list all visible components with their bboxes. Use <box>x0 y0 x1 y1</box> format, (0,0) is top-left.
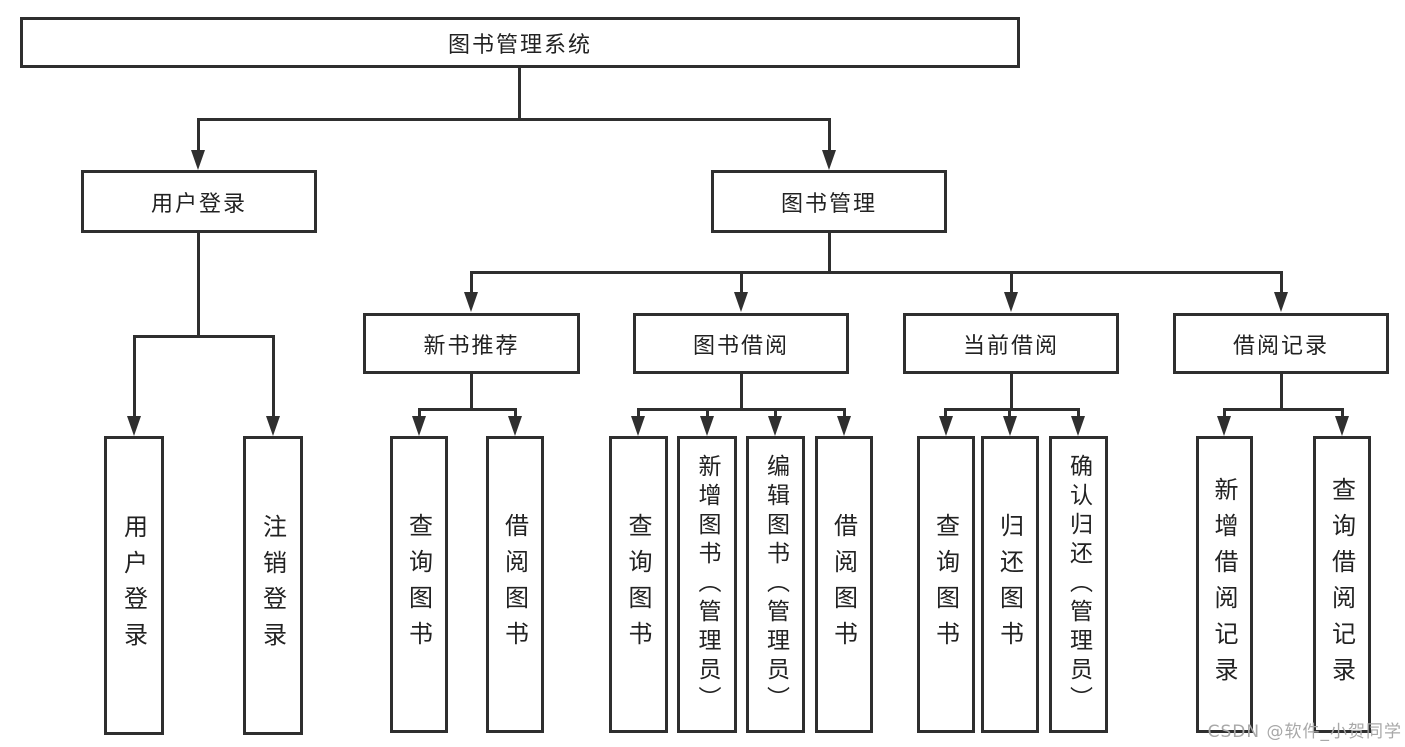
node-borrow-records-label: 借阅记录 <box>1232 333 1329 359</box>
csdn-watermark: CSDN @软件_小贺同学 <box>1207 722 1402 742</box>
connector-line <box>637 408 846 411</box>
node-user-login-label: 用户登录 <box>150 191 247 217</box>
connector-line <box>1010 271 1013 292</box>
node-leaf-query-books-1-label: 查询图书 <box>404 512 433 657</box>
arrowhead-down-icon <box>939 416 953 436</box>
connector-line <box>740 271 743 292</box>
node-leaf-return-book-label: 归还图书 <box>995 512 1024 657</box>
connector-line <box>418 408 517 411</box>
connector-line <box>1010 374 1013 408</box>
node-leaf-return-book: 归还图书 <box>981 436 1039 733</box>
arrowhead-down-icon <box>191 150 205 170</box>
arrowhead-down-icon <box>266 416 280 436</box>
node-leaf-query-books-3-label: 查询图书 <box>931 512 960 657</box>
node-leaf-add-borrow-record-label: 新增借阅记录 <box>1210 476 1238 693</box>
connector-line <box>637 408 640 416</box>
arrowhead-down-icon <box>1071 416 1085 436</box>
connector-line <box>944 408 947 416</box>
node-user-login: 用户登录 <box>81 170 317 233</box>
node-book-borrow-label: 图书借阅 <box>692 333 789 359</box>
connector-line <box>1008 408 1011 416</box>
connector-line <box>470 271 1283 274</box>
node-book-management-label: 图书管理 <box>780 191 877 217</box>
node-leaf-query-books-1: 查询图书 <box>390 436 448 733</box>
connector-line <box>1223 408 1226 416</box>
connector-line <box>1223 408 1344 411</box>
node-leaf-query-books-2-label: 查询图书 <box>624 512 652 657</box>
node-leaf-borrow-books-1: 借阅图书 <box>486 436 544 733</box>
arrowhead-down-icon <box>631 416 645 436</box>
node-leaf-add-borrow-record: 新增借阅记录 <box>1196 436 1253 733</box>
node-leaf-add-book-admin: 新增图书（管理员） <box>677 436 737 733</box>
node-new-book-recommend: 新书推荐 <box>363 313 580 374</box>
node-leaf-logout: 注销登录 <box>243 436 303 735</box>
node-leaf-edit-book-admin-label: 编辑图书（管理员） <box>762 454 789 715</box>
connector-line <box>944 408 1080 411</box>
arrowhead-down-icon <box>734 292 748 312</box>
connector-line <box>1280 374 1283 408</box>
connector-line <box>706 408 709 416</box>
arrowhead-down-icon <box>464 292 478 312</box>
connector-line <box>197 118 200 150</box>
node-borrow-records: 借阅记录 <box>1173 313 1389 374</box>
node-leaf-borrow-books-1-label: 借阅图书 <box>500 512 529 657</box>
connector-line <box>740 374 743 408</box>
arrowhead-down-icon <box>822 150 836 170</box>
node-root: 图书管理系统 <box>20 17 1020 68</box>
connector-line <box>828 233 831 271</box>
node-root-label: 图书管理系统 <box>447 32 592 58</box>
connector-line <box>828 118 831 150</box>
connector-line <box>470 374 473 408</box>
node-current-borrow-label: 当前借阅 <box>962 333 1059 359</box>
connector-line <box>470 271 473 292</box>
node-leaf-confirm-return-admin: 确认归还（管理员） <box>1049 436 1108 733</box>
connector-line <box>518 68 521 121</box>
arrowhead-down-icon <box>1003 416 1017 436</box>
node-new-book-recommend-label: 新书推荐 <box>423 333 520 359</box>
connector-line <box>272 335 275 416</box>
node-leaf-borrow-books-2-label: 借阅图书 <box>829 512 858 657</box>
arrowhead-down-icon <box>1335 416 1349 436</box>
arrowhead-down-icon <box>127 416 141 436</box>
connector-line <box>1280 271 1283 292</box>
node-leaf-query-borrow-record-label: 查询借阅记录 <box>1327 476 1356 693</box>
connector-line <box>133 335 136 416</box>
connector-line <box>1077 408 1080 416</box>
arrowhead-down-icon <box>508 416 522 436</box>
connector-line <box>418 408 421 416</box>
arrowhead-down-icon <box>1004 292 1018 312</box>
node-current-borrow: 当前借阅 <box>903 313 1119 374</box>
node-leaf-query-borrow-record: 查询借阅记录 <box>1313 436 1371 733</box>
arrowhead-down-icon <box>700 416 714 436</box>
arrowhead-down-icon <box>837 416 851 436</box>
connector-line <box>843 408 846 416</box>
connector-line <box>197 233 200 335</box>
connector-line <box>1341 408 1344 416</box>
node-leaf-user-login: 用户登录 <box>104 436 164 735</box>
node-book-borrow: 图书借阅 <box>633 313 849 374</box>
node-leaf-logout-label: 注销登录 <box>258 513 287 658</box>
node-leaf-query-books-2: 查询图书 <box>609 436 668 733</box>
node-leaf-edit-book-admin: 编辑图书（管理员） <box>746 436 805 733</box>
connector-line <box>133 335 275 338</box>
node-leaf-query-books-3: 查询图书 <box>917 436 975 733</box>
node-leaf-borrow-books-2: 借阅图书 <box>815 436 873 733</box>
arrowhead-down-icon <box>412 416 426 436</box>
node-leaf-confirm-return-admin-label: 确认归还（管理员） <box>1065 454 1092 715</box>
node-book-management: 图书管理 <box>711 170 947 233</box>
arrowhead-down-icon <box>768 416 782 436</box>
node-leaf-add-book-admin-label: 新增图书（管理员） <box>694 454 720 715</box>
connector-line <box>514 408 517 416</box>
node-leaf-user-login-label: 用户登录 <box>119 513 148 658</box>
connector-line <box>197 118 831 121</box>
arrowhead-down-icon <box>1217 416 1231 436</box>
connector-line <box>774 408 777 416</box>
arrowhead-down-icon <box>1274 292 1288 312</box>
